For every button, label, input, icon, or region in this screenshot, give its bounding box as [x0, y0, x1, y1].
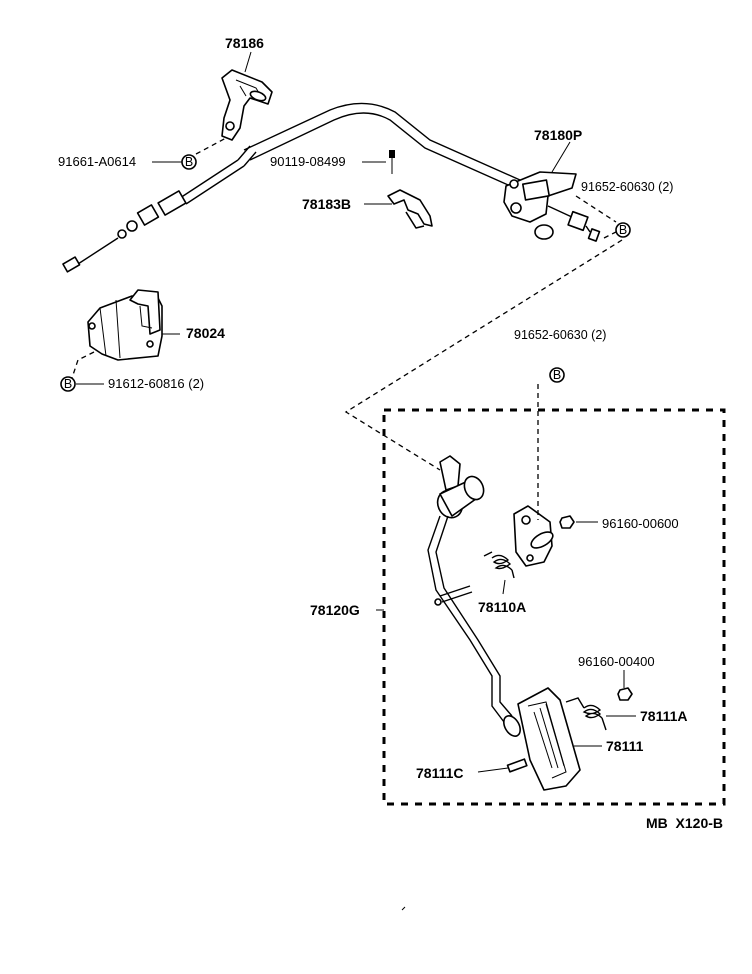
label-78024: 78024 [186, 325, 225, 341]
marker-b-icon: B [615, 222, 631, 238]
marker-b-icon: B [181, 154, 197, 170]
diagram-code: MB X120-B [646, 815, 723, 831]
clip-78183B [387, 150, 433, 229]
pedal-pad-78111 [517, 687, 581, 791]
label-78111A: 78111A [640, 708, 688, 724]
bracket-78186 [221, 69, 273, 141]
pin-78111C [506, 758, 528, 773]
svg-text:B: B [619, 223, 627, 237]
label-96160-00400: 96160-00400 [578, 654, 655, 669]
pedal-arm-78120G [427, 455, 521, 737]
mount-plate [513, 505, 554, 567]
nut-96160-00400 [617, 687, 633, 701]
label-78180P: 78180P [534, 127, 582, 143]
spring-78111A [565, 697, 607, 731]
nut-96160-00600 [559, 515, 575, 529]
spring-78110A [483, 551, 515, 579]
marker-b-icon: B [549, 367, 565, 383]
label-90119-08499: 90119-08499 [270, 154, 346, 169]
label-91612-60816: 91612-60816 (2) [108, 376, 204, 391]
label-78110A: 78110A [478, 599, 526, 615]
link-assembly-78180P [503, 171, 601, 242]
accelerator-cable [62, 102, 521, 273]
svg-text:B: B [553, 368, 561, 382]
label-78111C: 78111C [416, 765, 464, 781]
label-78186: 78186 [225, 35, 264, 51]
label-91661-A0614: 91661-A0614 [58, 154, 136, 169]
bracket-78024 [87, 289, 163, 361]
label-91652-60630-lower: 91652-60630 (2) [514, 328, 606, 342]
svg-text:B: B [185, 155, 193, 169]
marker-b-icon: B [60, 376, 76, 392]
label-78120G: 78120G [310, 602, 360, 618]
label-78183B: 78183B [302, 196, 351, 212]
label-78111: 78111 [606, 738, 644, 754]
label-96160-00600: 96160-00600 [602, 516, 679, 531]
connection-lines [71, 137, 623, 520]
label-91652-60630-upper: 91652-60630 (2) [581, 180, 673, 194]
subassembly-bracket [382, 408, 726, 806]
leader-lines [76, 51, 636, 773]
svg-text:B: B [64, 377, 72, 391]
